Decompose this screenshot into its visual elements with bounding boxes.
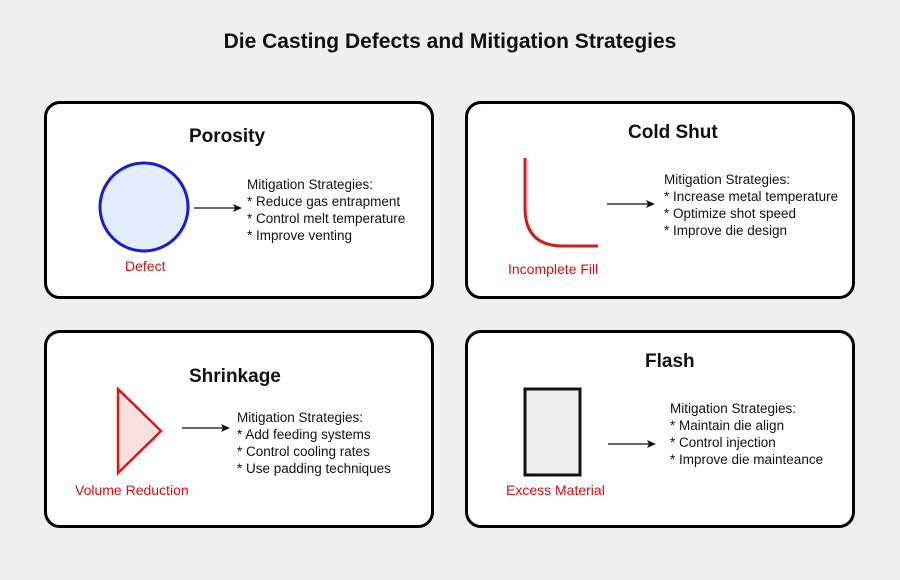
mitigation-item: * Optimize shot speed xyxy=(664,206,797,221)
mitigation-list: Mitigation Strategies: * Maintain die al… xyxy=(670,400,823,468)
mitigation-heading: Mitigation Strategies: xyxy=(664,172,791,187)
mitigation-item: * Control injection xyxy=(670,435,776,450)
mitigation-heading: Mitigation Strategies: xyxy=(670,401,797,416)
cold-shut-panel: Cold Shut Incomplete Fill Mitigation Str… xyxy=(465,101,855,299)
defect-label: Defect xyxy=(125,258,166,274)
mitigation-list: Mitigation Strategies: * Reduce gas entr… xyxy=(247,176,405,244)
panel-title: Porosity xyxy=(189,126,266,147)
porosity-panel: Porosity Defect Mitigation Strategies: *… xyxy=(44,101,434,299)
volume-reduction-triangle-icon xyxy=(116,387,163,476)
mitigation-item: * Improve venting xyxy=(247,228,353,243)
mitigation-list: Mitigation Strategies: * Increase metal … xyxy=(664,171,838,239)
mitigation-item: * Improve die design xyxy=(664,223,788,238)
arrow-icon xyxy=(182,424,230,432)
mitigation-list: Mitigation Strategies: * Add feeding sys… xyxy=(237,409,391,477)
arrow-icon xyxy=(607,200,655,208)
porosity-circle-icon xyxy=(98,161,190,253)
flash-panel: Flash Excess Material Mitigation Strateg… xyxy=(465,330,855,528)
mitigation-item: * Maintain die align xyxy=(670,418,785,433)
arrow-icon xyxy=(194,204,242,212)
mitigation-item: * Use padding techniques xyxy=(237,461,391,476)
mitigation-item: * Control cooling rates xyxy=(237,444,370,459)
mitigation-item: * Control melt temperature xyxy=(247,211,406,226)
mitigation-item: * Add feeding systems xyxy=(237,427,371,442)
mitigation-item: * Increase metal temperature xyxy=(664,189,839,204)
incomplete-fill-curve-icon xyxy=(523,158,598,248)
mitigation-heading: Mitigation Strategies: xyxy=(237,410,364,425)
mitigation-item: * Improve die mainteance xyxy=(670,452,824,467)
excess-material-rect-icon xyxy=(523,387,582,477)
incomplete-fill-label: Incomplete Fill xyxy=(508,261,599,277)
diagram-title: Die Casting Defects and Mitigation Strat… xyxy=(223,30,677,53)
panel-title: Cold Shut xyxy=(628,122,718,143)
mitigation-item: * Reduce gas entrapment xyxy=(247,194,401,209)
excess-material-label: Excess Material xyxy=(506,482,605,498)
mitigation-heading: Mitigation Strategies: xyxy=(247,177,374,192)
volume-reduction-label: Volume Reduction xyxy=(75,482,189,498)
panel-title: Flash xyxy=(645,351,695,372)
panel-title: Shrinkage xyxy=(189,366,281,387)
shrinkage-panel: Shrinkage Volume Reduction Mitigation St… xyxy=(44,330,434,528)
arrow-icon xyxy=(608,440,656,448)
